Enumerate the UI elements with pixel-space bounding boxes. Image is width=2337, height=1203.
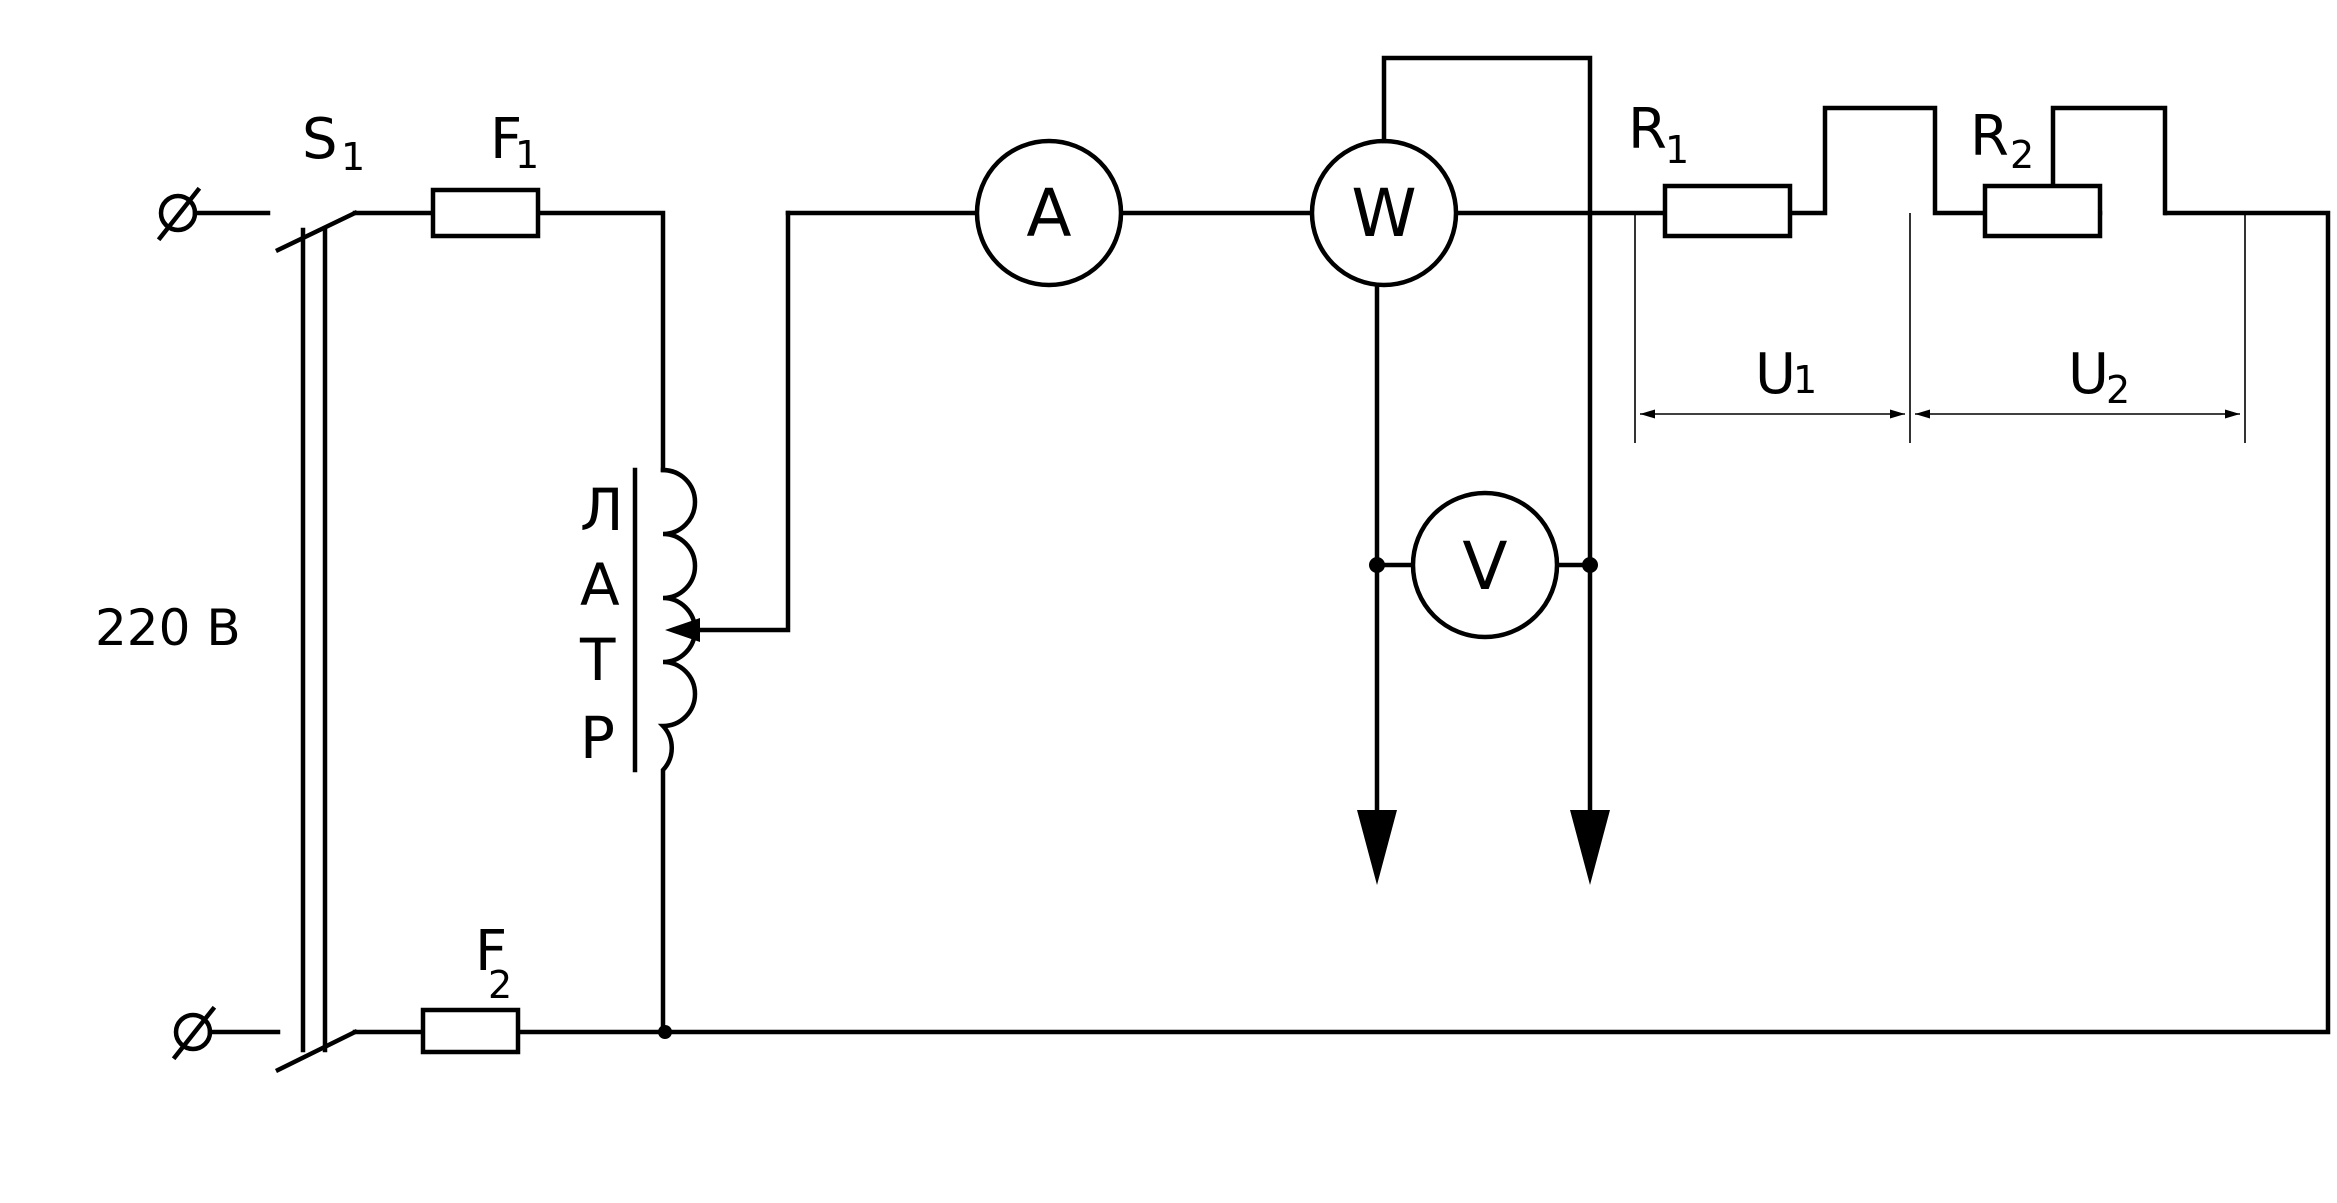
switch-subscript: 1 — [341, 135, 365, 179]
input-terminal-bottom — [171, 1005, 281, 1061]
junction-node-left — [1369, 557, 1385, 573]
autotransformer-tap — [697, 210, 791, 633]
resistor1-subscript: 1 — [1665, 128, 1689, 172]
autotransformer-letter-4: Р — [580, 704, 615, 772]
voltage-dimension-lines — [1634, 213, 2246, 443]
wattmeter-voltage-coil-wire — [1381, 55, 1593, 816]
voltmeter-label: V — [1462, 528, 1507, 605]
input-terminal-top — [156, 186, 271, 242]
switch-label: S — [302, 107, 338, 172]
voltage2-label: U — [2068, 342, 2109, 407]
switch-s1 — [274, 209, 359, 1074]
resistor-r2 — [1982, 183, 2103, 239]
fuse-f1 — [430, 187, 541, 239]
wire-top-left — [352, 210, 666, 473]
junction-node-right — [1582, 557, 1598, 573]
voltage1-subscript: 1 — [1793, 358, 1817, 402]
fuse-f2 — [420, 1007, 521, 1055]
resistor2-label: R — [1970, 104, 2009, 169]
fuse1-label: F — [490, 107, 522, 172]
autotransformer-letter-3: Т — [579, 626, 616, 694]
voltage1-label: U — [1755, 342, 1796, 407]
autotransformer-letter-2: А — [580, 551, 620, 619]
junction-node-bottom — [658, 1025, 672, 1039]
ammeter — [974, 138, 1124, 288]
fuse2-subscript: 2 — [488, 963, 512, 1007]
source-voltage-label: 220 В — [95, 599, 241, 657]
tap-arrow-icon — [665, 618, 700, 642]
resistor-r1 — [1662, 183, 1793, 239]
wire-series — [785, 105, 2168, 216]
wire-bottom — [352, 210, 2331, 1035]
autotransformer-winding — [657, 467, 698, 1035]
output-arrow-left-icon — [1357, 810, 1397, 885]
autotransformer-letter-1: Л — [580, 476, 624, 544]
voltmeter — [1410, 490, 1560, 640]
ammeter-label: A — [1026, 175, 1071, 252]
resistor1-label: R — [1628, 97, 1667, 162]
wattmeter-label: W — [1351, 175, 1416, 252]
output-arrow-right-icon — [1570, 810, 1610, 885]
fuse2-label: F — [475, 919, 507, 984]
resistor2-subscript: 2 — [2010, 133, 2034, 177]
fuse1-subscript: 1 — [515, 133, 539, 177]
voltage2-subscript: 2 — [2106, 368, 2130, 412]
